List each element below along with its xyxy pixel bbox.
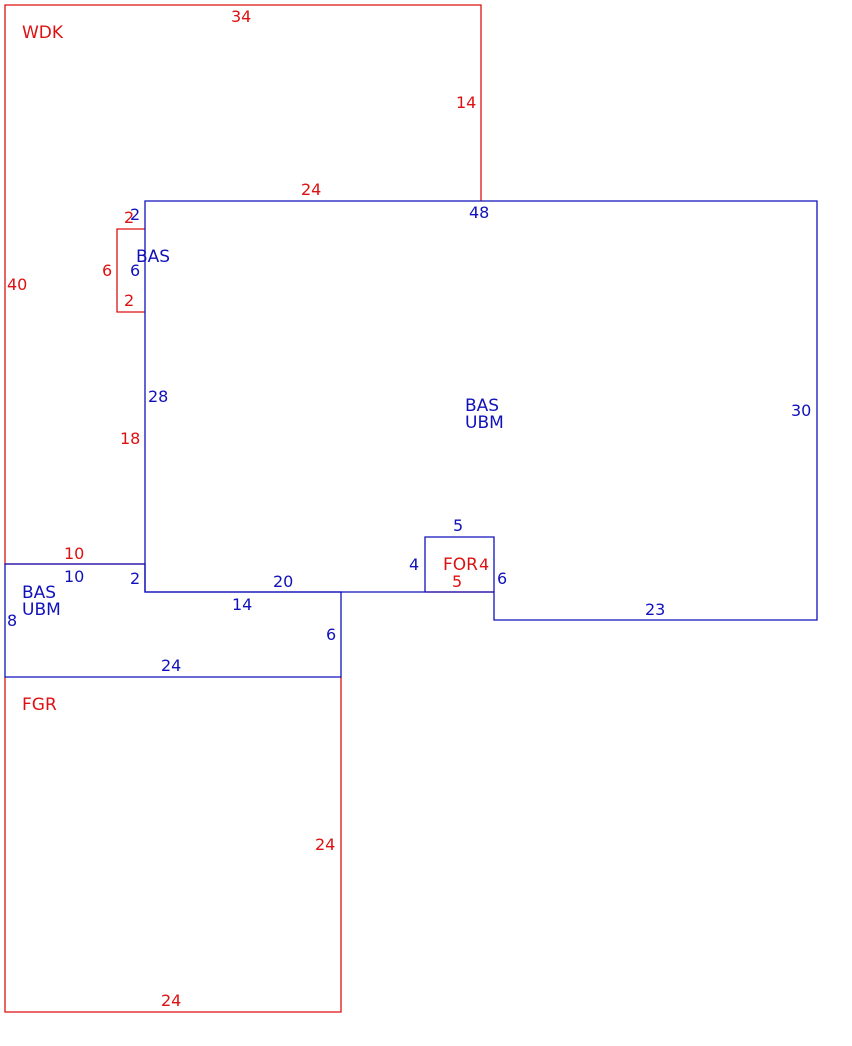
bas-main-label: BAS (465, 396, 499, 416)
dim-for-bottom: 5 (452, 572, 462, 591)
fgr-outline (4, 677, 342, 1013)
dim-small-step: 2 (130, 569, 140, 588)
dim-main-bottom-left: 20 (273, 572, 293, 591)
dim-small-inner: 14 (232, 595, 252, 614)
dim-wdk-bottom-segment: 24 (301, 180, 321, 199)
bas-small-sublabel: UBM (22, 600, 61, 620)
outbuilding-outlines (4, 4, 494, 1013)
dim-wdk-left: 40 (7, 275, 27, 294)
fgr-label: FGR (22, 695, 57, 715)
for-label: FOR (443, 555, 478, 575)
dim-for-top: 5 (453, 516, 463, 535)
dim-small-bottom: 24 (161, 656, 181, 675)
dim-wdk-top: 34 (231, 7, 251, 26)
dim-nook-top-red: 2 (124, 208, 134, 227)
dim-main-right: 30 (791, 401, 811, 420)
dim-small-top: 10 (64, 567, 84, 586)
bas-small-label: BAS (22, 583, 56, 603)
bas-small-outline (4, 563, 342, 678)
dim-wdk-inner-left: 18 (120, 429, 140, 448)
dim-nook-bottom: 2 (124, 291, 134, 310)
dim-main-bottom-right: 23 (645, 600, 665, 619)
main-structure-outlines (4, 200, 818, 678)
dim-small-right: 6 (326, 625, 336, 644)
dim-fgr-right: 24 (315, 835, 335, 854)
wdk-label: WDK (22, 23, 64, 43)
dim-main-top: 48 (469, 203, 489, 222)
wdk-outline (4, 4, 482, 565)
dim-for-right: 4 (479, 555, 489, 574)
dim-nook-top-blue: 2 (130, 205, 140, 224)
dim-main-left: 28 (148, 387, 168, 406)
dim-fgr-bottom: 24 (161, 991, 181, 1010)
dim-wdk-right: 14 (456, 93, 476, 112)
bas-nook-label: BAS (136, 247, 170, 267)
dim-small-left: 8 (7, 611, 17, 630)
bas-main-sublabel: UBM (465, 413, 504, 433)
dim-main-step: 6 (497, 569, 507, 588)
dim-for-left: 4 (409, 555, 419, 574)
dim-wdk-base: 10 (64, 544, 84, 563)
dim-nook-right: 6 (130, 261, 140, 280)
dim-nook-left: 6 (102, 261, 112, 280)
nook-outline (116, 228, 145, 313)
for-outline (424, 536, 495, 592)
